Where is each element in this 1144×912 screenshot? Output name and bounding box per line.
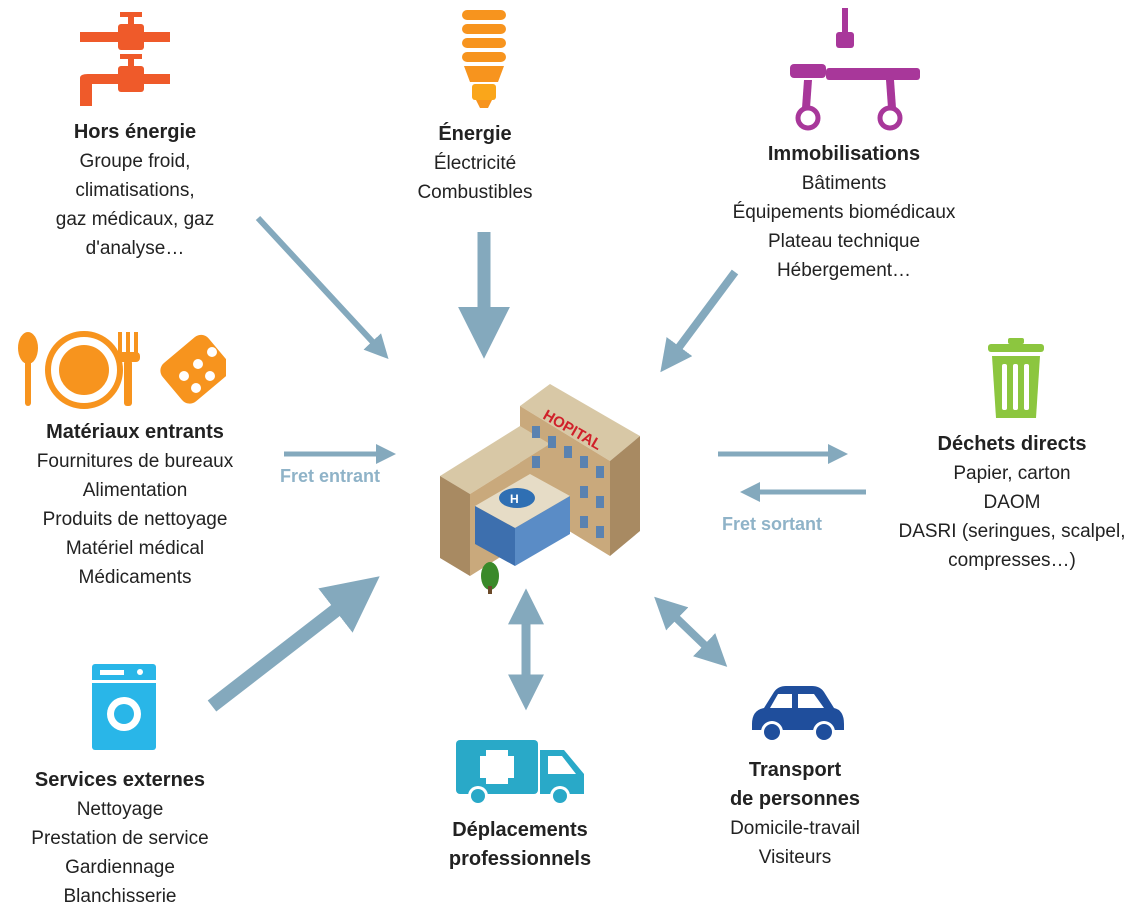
- node-line: Nettoyage: [76, 799, 164, 820]
- node-hors-energie: Hors énergie Groupe froid, climatisation…: [30, 118, 240, 263]
- fret-sortant-label: Fret sortant: [722, 514, 823, 534]
- svg-text:H: H: [510, 492, 519, 506]
- washing-machine-icon: [92, 664, 156, 750]
- node-line: Produits de nettoyage: [42, 509, 228, 530]
- node-line: Alimentation: [82, 480, 188, 501]
- node-title: Déplacements: [452, 819, 588, 841]
- node-line: Fournitures de bureaux: [36, 451, 234, 472]
- node-line: gaz médicaux, gaz: [55, 209, 215, 230]
- arrow-immobilisations: [660, 269, 739, 373]
- faucet-icon: [80, 12, 170, 106]
- node-energie: Énergie Électricité Combustibles: [390, 120, 560, 207]
- node-line: compresses…): [948, 550, 1076, 571]
- node-line: Combustibles: [417, 182, 533, 203]
- node-line: Médicaments: [78, 567, 192, 588]
- node-title: professionnels: [448, 848, 592, 870]
- node-line: Prestation de service: [31, 828, 209, 849]
- node-line: d'analyse…: [85, 238, 185, 259]
- node-title: Hors énergie: [73, 121, 197, 143]
- hospital-bed-icon: [790, 8, 920, 131]
- light-bulb-icon: [462, 10, 506, 108]
- node-title: Matériaux entrants: [46, 421, 224, 443]
- node-line: Bâtiments: [801, 173, 887, 194]
- node-line: climatisations,: [75, 180, 195, 201]
- node-immobilisations: Immobilisations Bâtiments Équipements bi…: [704, 140, 984, 285]
- arrow-transport: [654, 596, 728, 667]
- node-line: Matériel médical: [65, 538, 205, 559]
- node-transport: Transport de personnes Domicile-travail …: [700, 756, 890, 872]
- plate-and-pills-icon: [18, 331, 226, 409]
- node-title: Transport: [748, 759, 842, 781]
- node-line: Papier, carton: [953, 463, 1071, 484]
- arrow-hors-energie: [255, 215, 389, 360]
- car-icon: [752, 686, 844, 743]
- node-title: Énergie: [438, 123, 512, 145]
- fret-entrant-label: Fret entrant: [280, 466, 381, 486]
- node-line: Groupe froid,: [79, 151, 191, 172]
- node-line: Domicile-travail: [730, 818, 860, 839]
- arrow-services: [207, 576, 380, 712]
- node-line: DAOM: [983, 492, 1041, 513]
- node-deplacements: Déplacements professionnels: [420, 816, 620, 874]
- node-line: Visiteurs: [758, 847, 832, 868]
- node-line: Gardiennage: [65, 857, 175, 878]
- node-title: de personnes: [729, 788, 861, 810]
- node-line: DASRI (seringues, scalpel,: [898, 521, 1126, 542]
- node-title: Immobilisations: [767, 143, 921, 165]
- hospital-building-icon: H HOPITAL: [440, 384, 640, 594]
- node-line: Blanchisserie: [63, 886, 177, 907]
- node-line: Plateau technique: [767, 231, 921, 252]
- node-materiaux: Matériaux entrants Fournitures de bureau…: [4, 418, 266, 592]
- node-title: Déchets directs: [937, 433, 1087, 455]
- node-line: Hébergement…: [776, 260, 912, 281]
- node-title: Services externes: [34, 769, 206, 791]
- ambulance-icon: [456, 740, 584, 806]
- trash-bin-icon: [988, 338, 1044, 418]
- node-line: Électricité: [433, 153, 517, 174]
- node-line: Équipements biomédicaux: [732, 202, 956, 223]
- node-dechets: Déchets directs Papier, carton DAOM DASR…: [880, 430, 1144, 575]
- node-services: Services externes Nettoyage Prestation d…: [4, 766, 236, 911]
